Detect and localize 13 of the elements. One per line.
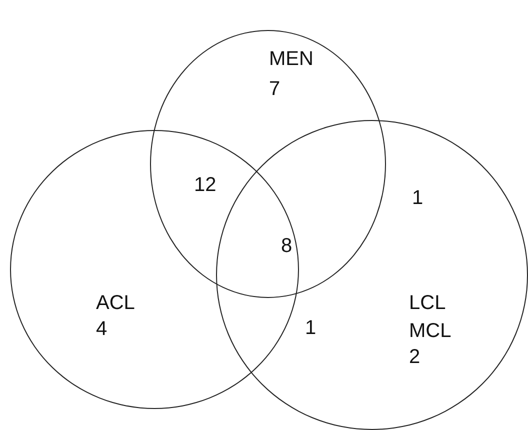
set-label: ACL bbox=[96, 291, 135, 316]
venn-ellipse bbox=[150, 30, 386, 298]
set-label: LCL MCL bbox=[409, 291, 452, 344]
venn-ellipse bbox=[10, 130, 299, 409]
count-label: 12 bbox=[194, 173, 216, 198]
count-label: 1 bbox=[412, 186, 424, 211]
set-label: MEN bbox=[269, 47, 314, 72]
count-label: 7 bbox=[269, 77, 280, 102]
venn-ellipse bbox=[216, 120, 528, 430]
count-label: 1 bbox=[305, 316, 316, 341]
count-label: 8 bbox=[281, 234, 292, 259]
count-label: 2 bbox=[409, 345, 420, 370]
count-label: 4 bbox=[96, 317, 108, 342]
